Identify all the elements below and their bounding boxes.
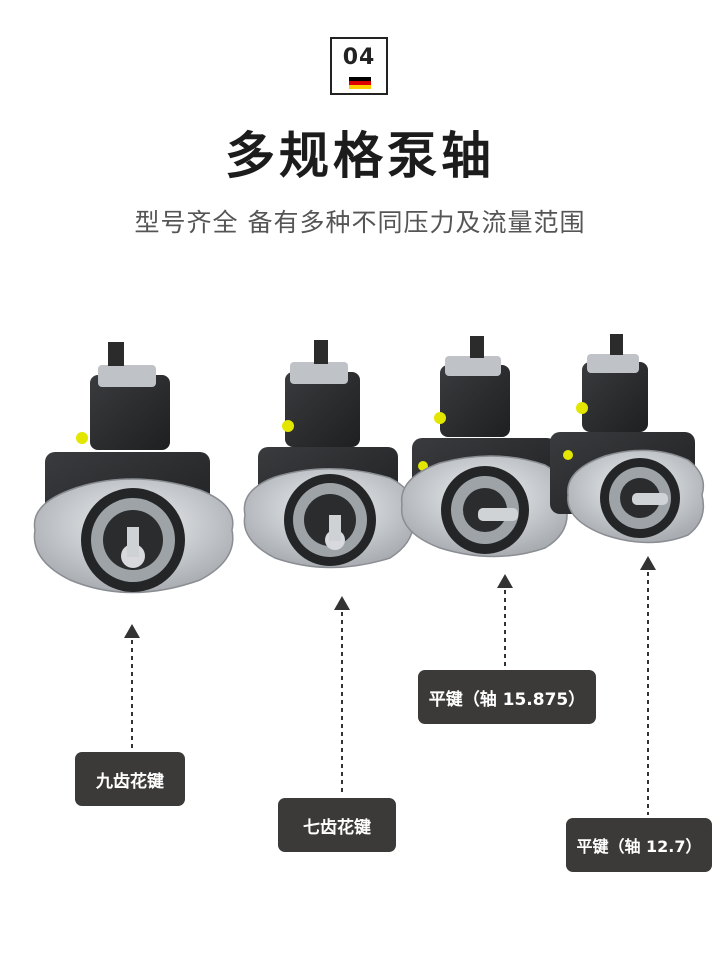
page-subtitle: 型号齐全 备有多种不同压力及流量范围 [134, 208, 586, 237]
section-number-badge: 04 [330, 37, 388, 95]
pump-flat-key-12-7 [550, 334, 705, 544]
pump-seven-spline [243, 340, 414, 569]
label-flat-key-12-7: 平键（轴 12.7） [566, 818, 712, 872]
page-title: 多规格泵轴 [225, 127, 495, 185]
label-seven-spline: 七齿花键 [278, 798, 396, 852]
pump-flat-key-15-875 [400, 336, 568, 558]
german-flag-icon [349, 77, 371, 89]
pump-product-illustration [33, 334, 705, 594]
pump-nine-spline [33, 342, 234, 594]
section-number: 04 [342, 45, 376, 70]
label-flat-key-15-875: 平键（轴 15.875） [418, 670, 596, 724]
label-nine-spline: 九齿花键 [75, 752, 185, 806]
